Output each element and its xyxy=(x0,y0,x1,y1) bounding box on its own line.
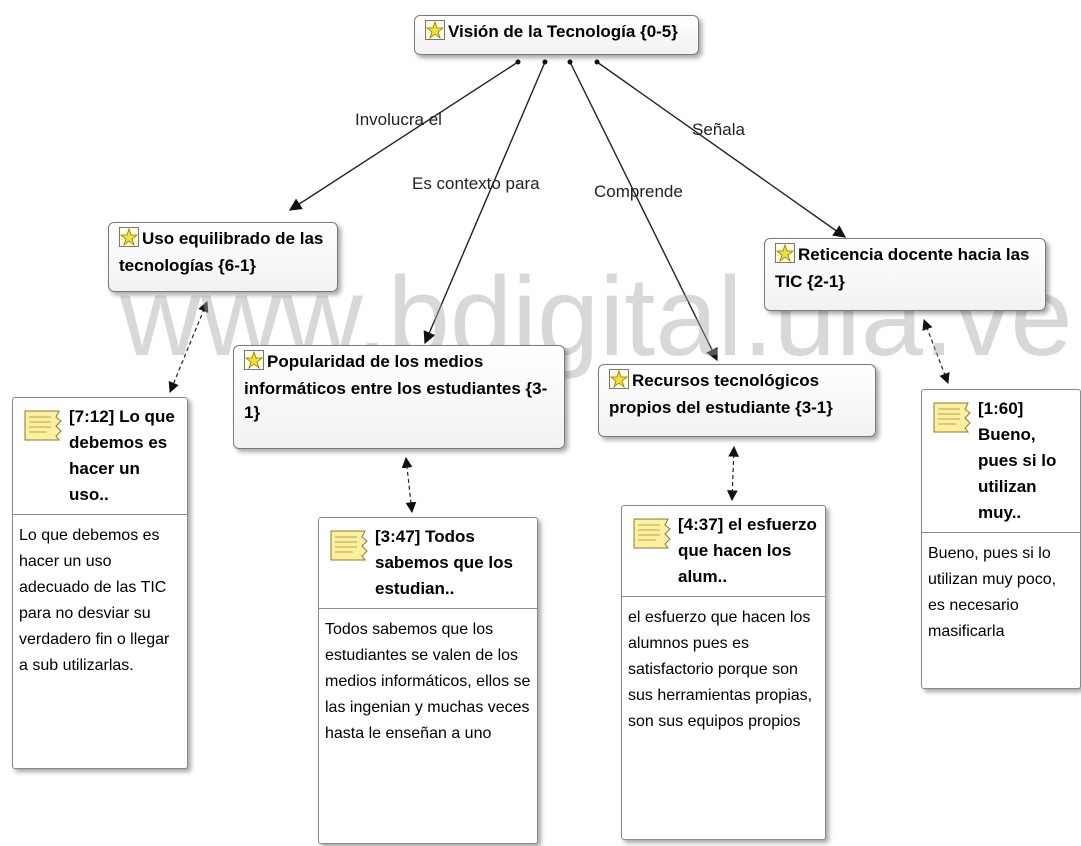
edge-label-involucra: Involucra el xyxy=(355,110,442,129)
link-uso-q712 xyxy=(168,301,209,393)
edge-comprende xyxy=(569,61,718,362)
quote-note-icon xyxy=(23,408,63,450)
quote-header: [1:60] Bueno, pues si lo utilizan muy.. xyxy=(922,390,1080,533)
link-ret-q160 xyxy=(922,318,950,385)
quote-4-37[interactable]: [4:37] el esfuerzo que hacen los alum.. … xyxy=(621,505,826,840)
edge-senala xyxy=(596,61,847,238)
node-uso-label: Uso equilibrado de las tecnologías {6-1} xyxy=(119,229,324,275)
quote-1-60[interactable]: [1:60] Bueno, pues si lo utilizan muy.. … xyxy=(921,389,1081,689)
edge-label-comprende: Comprende xyxy=(594,182,683,201)
node-reticencia-label: Reticencia docente hacia las TIC {2-1} xyxy=(775,245,1030,291)
edge-label-senala: Señala xyxy=(692,120,745,139)
quote-body: el esfuerzo que hacen los alumnos pues e… xyxy=(628,609,813,730)
quote-note-icon xyxy=(329,528,369,570)
quote-header: [4:37] el esfuerzo que hacen los alum.. xyxy=(622,506,825,597)
quote-header: [7:12] Lo que debemos es hacer un uso.. xyxy=(13,398,187,515)
code-star-icon xyxy=(609,369,629,396)
code-star-icon xyxy=(425,20,445,47)
node-recursos[interactable]: Recursos tecnológicos propios del estudi… xyxy=(598,364,876,437)
quote-note-icon xyxy=(632,516,672,558)
link-pop-q347 xyxy=(401,456,417,514)
quote-3-47[interactable]: [3:47] Todos sabemos que los estudian.. … xyxy=(318,517,538,844)
quote-title: [7:12] Lo que debemos es hacer un uso.. xyxy=(69,407,175,504)
link-rec-q437 xyxy=(726,445,740,502)
code-star-icon xyxy=(244,350,264,377)
quote-7-12[interactable]: [7:12] Lo que debemos es hacer un uso.. … xyxy=(12,397,188,769)
code-star-icon xyxy=(119,227,139,254)
node-uso[interactable]: Uso equilibrado de las tecnologías {6-1} xyxy=(108,222,338,292)
edge-label-contexto: Es contexto para xyxy=(412,174,540,193)
node-reticencia[interactable]: Reticencia docente hacia las TIC {2-1} xyxy=(764,238,1046,311)
quote-title: [4:37] el esfuerzo que hacen los alum.. xyxy=(678,515,817,586)
quote-title: [3:47] Todos sabemos que los estudian.. xyxy=(375,527,513,598)
quote-header: [3:47] Todos sabemos que los estudian.. xyxy=(319,518,537,609)
node-root[interactable]: Visión de la Tecnología {0-5} xyxy=(414,15,699,55)
code-star-icon xyxy=(775,243,795,270)
quote-body: Todos sabemos que los estudiantes se val… xyxy=(325,621,531,742)
quote-title: [1:60] Bueno, pues si lo utilizan muy.. xyxy=(978,399,1057,522)
node-root-label: Visión de la Tecnología {0-5} xyxy=(448,22,678,41)
quote-body: Lo que debemos es hacer un uso adecuado … xyxy=(19,527,170,674)
edge-contexto xyxy=(423,61,546,345)
quote-body: Bueno, pues si lo utilizan muy poco, es … xyxy=(928,545,1057,640)
edge-involucra xyxy=(288,61,519,211)
node-recursos-label: Recursos tecnológicos propios del estudi… xyxy=(609,371,833,417)
node-popularidad[interactable]: Popularidad de los medios informáticos e… xyxy=(233,345,565,449)
node-popularidad-label: Popularidad de los medios informáticos e… xyxy=(244,352,548,422)
quote-note-icon xyxy=(932,400,972,442)
